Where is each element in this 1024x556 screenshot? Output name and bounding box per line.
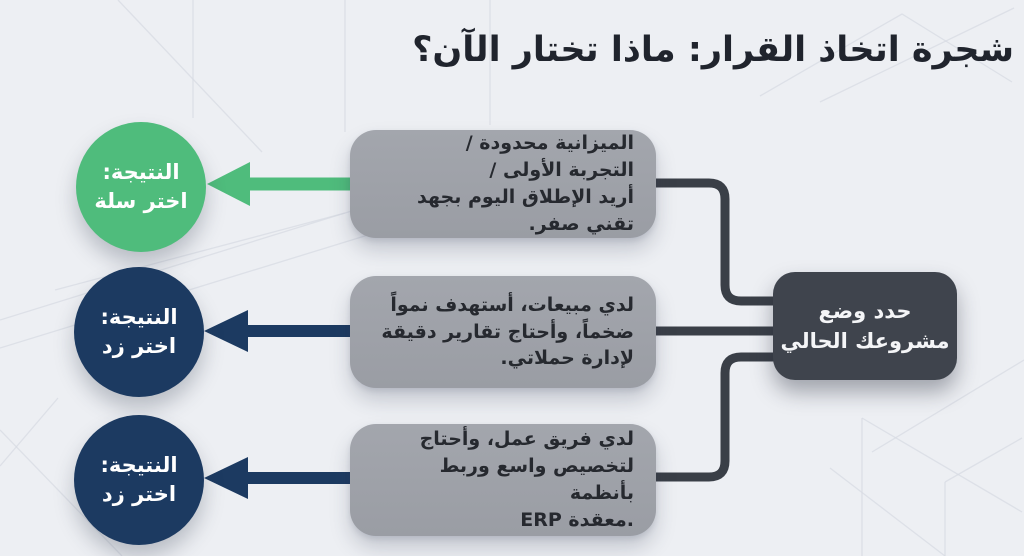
condition-line: لإدارة حملاتي.: [500, 347, 634, 370]
arrow-left-navy-1: [204, 310, 354, 352]
condition-line: الميزانية محدودة /: [465, 132, 634, 155]
result-node-choose-salla: النتيجة: اختر سلة: [76, 122, 206, 252]
result-choice: اختر زد: [101, 334, 177, 358]
condition-line: أريد الإطلاق اليوم بجهد تقني صفر.: [417, 186, 634, 235]
result-title: النتيجة:: [100, 452, 178, 477]
condition-line: ضخماً، وأحتاج تقارير دقيقة: [381, 320, 634, 343]
condition-line: ERP معقدة.: [520, 508, 634, 531]
page-title: شجرة اتخاذ القرار: ماذا تختار الآن؟: [412, 30, 1014, 70]
result-title: النتيجة:: [100, 304, 178, 329]
condition-box-limited-budget: الميزانية محدودة / التجربة الأولى / أريد…: [350, 130, 656, 238]
arrow-left-green: [207, 162, 354, 206]
result-choice: اختر زد: [101, 482, 177, 506]
connector-top: [656, 178, 777, 306]
result-node-choose-zid-2: النتيجة: اختر زد: [74, 415, 204, 545]
result-title: النتيجة:: [102, 159, 180, 184]
condition-line: التجربة الأولى /: [489, 159, 634, 182]
condition-box-sales-growth: لدي مبيعات، أستهدف نمواً ضخماً، وأحتاج ت…: [350, 276, 656, 388]
connector-bottom: [656, 352, 777, 482]
condition-line: لدي فريق عمل، وأحتاج: [419, 428, 634, 451]
arrow-left-navy-2: [204, 457, 354, 499]
root-node-label: حدد وضع مشروعك الحالي: [780, 298, 950, 353]
condition-line: لدي مبيعات، أستهدف نمواً: [390, 293, 634, 316]
root-node: حدد وضع مشروعك الحالي: [773, 272, 957, 380]
result-choice: اختر سلة: [94, 189, 188, 213]
result-node-choose-zid-1: النتيجة: اختر زد: [74, 267, 204, 397]
condition-box-team-erp: لدي فريق عمل، وأحتاج لتخصيص واسع وربط بأ…: [350, 424, 656, 536]
condition-line: لتخصيص واسع وربط بأنظمة: [439, 455, 634, 504]
